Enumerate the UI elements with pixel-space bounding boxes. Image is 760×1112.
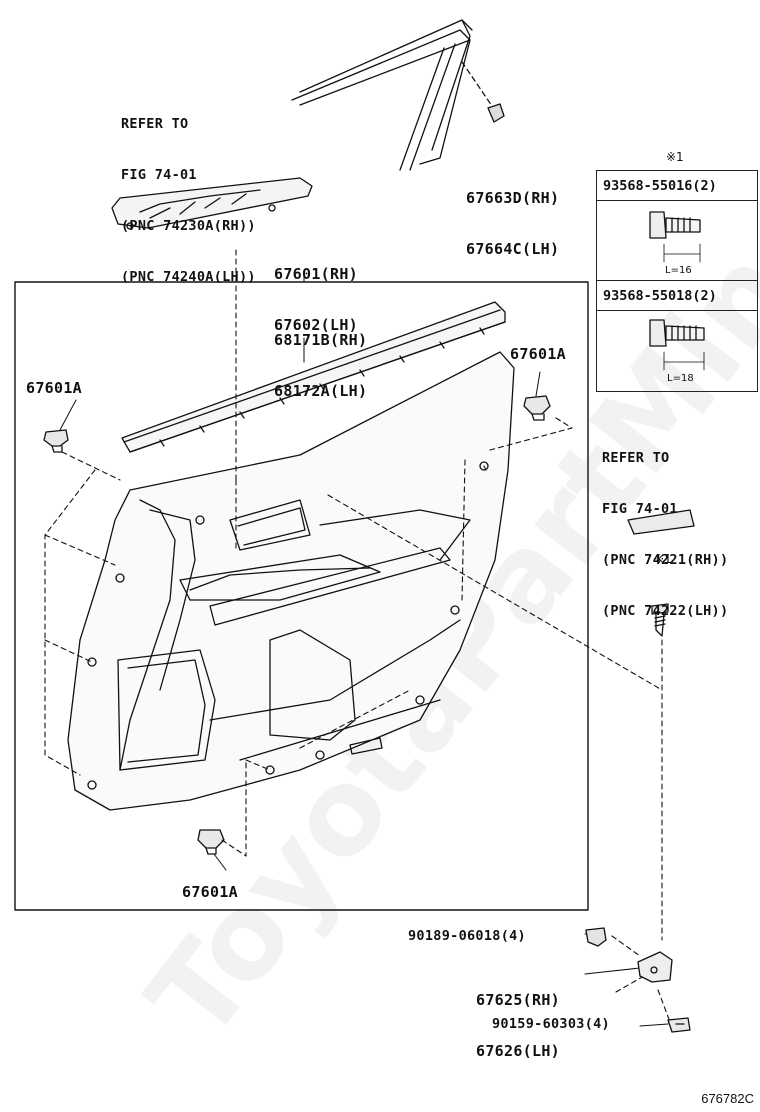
bracket-label: 67625(RH) 67626(LH) bbox=[476, 958, 560, 1077]
screw-length-16: L=16 bbox=[665, 265, 692, 276]
nut-label: 90189-06018(4) bbox=[408, 928, 526, 944]
reference-right-line1: REFER TO bbox=[602, 450, 670, 466]
reference-right-line3: (PNC 74221(RH)) bbox=[602, 552, 729, 568]
door-assembly-frame bbox=[14, 281, 589, 911]
reference-top-line4: (PNC 74240A(LH)) bbox=[121, 269, 256, 285]
weatherstrip-label: 68171B(RH) 68172A(LH) bbox=[274, 298, 367, 417]
reference-top-line1: REFER TO bbox=[121, 116, 189, 132]
glass-channel-clip bbox=[461, 61, 505, 123]
figure-code: 676782C bbox=[701, 1091, 754, 1106]
clip-right-icon bbox=[523, 395, 551, 421]
door-trim-board-lh: 67602(LH) bbox=[274, 316, 358, 334]
bracket-lh: 67626(LH) bbox=[476, 1042, 560, 1060]
note-mark-table: ※1 bbox=[666, 150, 684, 164]
note-mark-screw: ※1 bbox=[654, 552, 672, 566]
table-screw-16-icon bbox=[649, 211, 701, 263]
screw-table-row-2-part: 93568-55018(2) bbox=[597, 281, 757, 311]
screw-table-row-2-figure: L=18 bbox=[597, 311, 757, 391]
switch-base-panel bbox=[111, 177, 313, 230]
reference-right: REFER TO FIG 74-01 (PNC 74221(RH)) (PNC … bbox=[602, 416, 728, 637]
glass-channel-lh: 67664C(LH) bbox=[466, 240, 560, 258]
screw-label: 90159-60303(4) bbox=[492, 1016, 610, 1032]
weatherstrip-lh: 68172A(LH) bbox=[274, 382, 368, 400]
bracket-icon bbox=[637, 951, 673, 983]
door-trim-board-label: 67601(RH) 67602(LH) bbox=[274, 232, 358, 351]
clip-right-label: 67601A bbox=[510, 345, 566, 363]
door-trim-board bbox=[67, 351, 515, 811]
screw-bottom-icon bbox=[667, 1017, 691, 1033]
nut-icon bbox=[585, 927, 607, 947]
glass-channel-label: 67663D(RH) 67664C(LH) bbox=[466, 156, 559, 275]
screw-table-row-1-figure: L=16 bbox=[597, 201, 757, 281]
clip-bottom-label: 67601A bbox=[182, 883, 238, 901]
reference-right-line2: FIG 74-01 bbox=[602, 501, 678, 517]
window-frame bbox=[291, 19, 473, 171]
weatherstrip-rh: 68171B(RH) bbox=[274, 331, 368, 349]
door-trim-board-rh: 67601(RH) bbox=[274, 265, 358, 283]
weatherstrip-part bbox=[121, 301, 506, 453]
screw-table-row-1-part: 93568-55016(2) bbox=[597, 171, 757, 201]
clip-left-label: 67601A bbox=[26, 379, 82, 397]
screw-right-icon bbox=[651, 603, 669, 637]
dashed-leaders bbox=[44, 249, 671, 1023]
reference-top-line3: (PNC 74230A(RH)) bbox=[121, 218, 256, 234]
clip-left-icon bbox=[43, 429, 69, 453]
ornament-pad bbox=[627, 509, 695, 535]
table-screw-18-icon bbox=[649, 319, 705, 371]
reference-right-line4: (PNC 74222(LH)) bbox=[602, 603, 729, 619]
screw-table: 93568-55016(2) L=16 93568-55018(2) L=18 bbox=[596, 170, 758, 392]
clip-bottom-icon bbox=[197, 829, 225, 855]
glass-channel-rh: 67663D(RH) bbox=[466, 189, 560, 207]
reference-top: REFER TO FIG 74-01 (PNC 74230A(RH)) (PNC… bbox=[121, 82, 256, 303]
reference-top-line2: FIG 74-01 bbox=[121, 167, 197, 183]
bracket-rh: 67625(RH) bbox=[476, 991, 560, 1009]
screw-length-18: L=18 bbox=[667, 373, 694, 384]
